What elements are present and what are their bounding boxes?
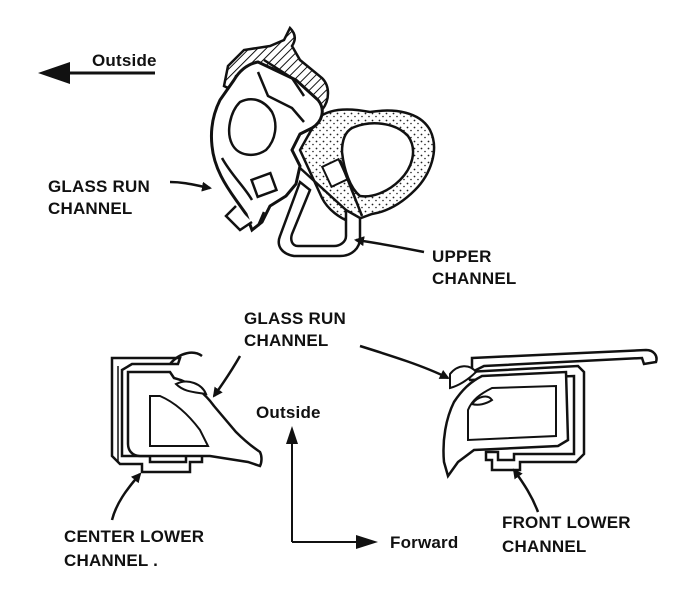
outside-arrow-top [38, 62, 155, 84]
center-lower-assembly [110, 351, 263, 474]
front-lower-assembly [442, 348, 658, 479]
leader-upper-channel [354, 236, 425, 254]
label-glass-run-top-2: CHANNEL [48, 199, 133, 218]
leader-glass-run-front [359, 344, 450, 380]
glass-run-inner-cavity [228, 98, 277, 157]
label-front-lower-2: CHANNEL [502, 537, 587, 556]
leader-center-lower [110, 472, 142, 521]
glass-run-square-void [249, 171, 279, 199]
label-glass-run-top-1: GLASS RUN [48, 177, 150, 196]
foam-bulb-hollow [340, 122, 415, 198]
front-lower-channel [464, 364, 586, 472]
label-center-lower-1: CENTER LOWER [64, 527, 205, 546]
leader-front-lower [512, 468, 540, 513]
label-outside-mid: Outside [256, 403, 321, 422]
leader-glass-run-top [169, 180, 212, 192]
label-glass-run-mid-2: CHANNEL [244, 331, 329, 350]
direction-axes [286, 426, 378, 549]
label-glass-run-mid-1: GLASS RUN [244, 309, 346, 328]
front-lower-top-rail [470, 348, 658, 375]
upper-assembly [210, 25, 436, 258]
label-center-lower-2: CHANNEL . [64, 551, 159, 570]
label-forward: Forward [390, 533, 459, 552]
label-outside-top: Outside [92, 51, 157, 70]
label-upper-channel-2: CHANNEL [432, 269, 517, 288]
label-upper-channel-1: UPPER [432, 247, 492, 266]
label-front-lower-1: FRONT LOWER [502, 513, 631, 532]
leader-glass-run-center [212, 355, 242, 398]
